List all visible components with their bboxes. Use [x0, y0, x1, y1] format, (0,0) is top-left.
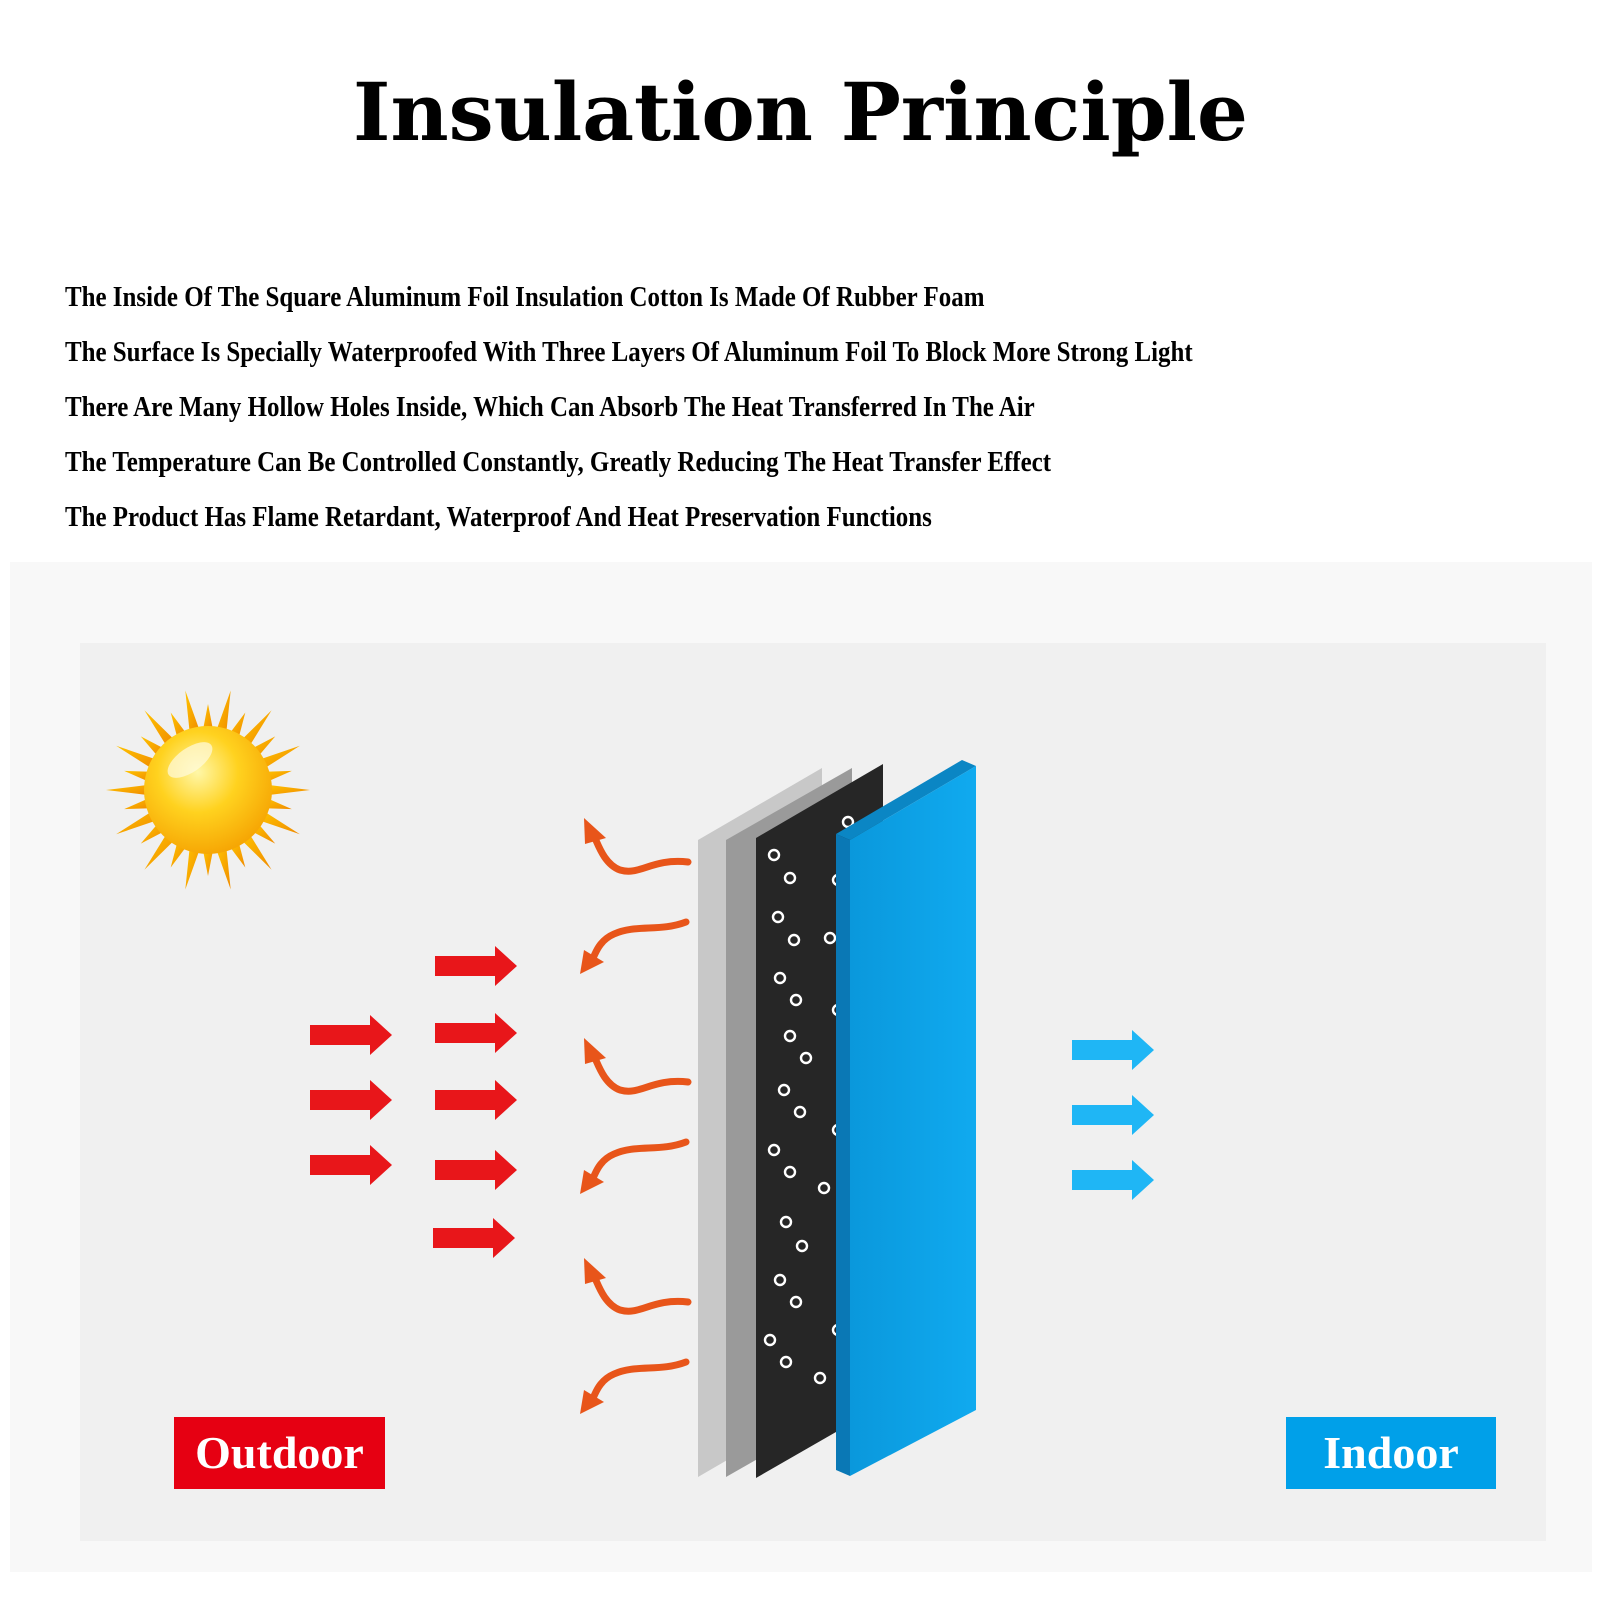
insulation-layers [698, 760, 976, 1478]
sun-ray [202, 849, 214, 876]
sun-ray [202, 704, 214, 731]
hole [773, 971, 787, 985]
hole [783, 871, 797, 885]
hole [777, 1083, 791, 1097]
description-line: The Product Has Flame Retardant, Waterpr… [65, 501, 932, 533]
indoor-label: Indoor [1286, 1417, 1496, 1489]
reflect-arrow-head [584, 818, 606, 844]
hole [771, 910, 785, 924]
description-line: There Are Many Hollow Holes Inside, Whic… [65, 391, 1035, 423]
hole [795, 1239, 809, 1253]
sun-ray [106, 784, 149, 796]
hole [823, 931, 837, 945]
hole [783, 1165, 797, 1179]
reflect-arrow [590, 918, 690, 960]
page-title: Insulation Principle [353, 65, 1248, 159]
cold-arrow [1072, 1160, 1154, 1200]
sun-ray [216, 847, 231, 890]
hole [773, 1273, 787, 1287]
cold-arrows [1072, 1030, 1154, 1200]
heat-arrow [433, 1218, 515, 1258]
heat-arrows [310, 946, 517, 1258]
heat-arrow [435, 946, 517, 986]
cold-arrow [1072, 1030, 1154, 1070]
hole [767, 1143, 781, 1157]
sun-ray [124, 770, 151, 782]
reflected-heat-arrows [580, 818, 692, 1414]
reflect-arrow [590, 1138, 690, 1180]
sun-ray [144, 833, 175, 870]
hole [783, 1029, 797, 1043]
sun-ray [241, 710, 272, 747]
insulation-board [850, 766, 976, 1476]
reflect-arrow [590, 1052, 692, 1095]
heat-arrow [310, 1080, 392, 1120]
heat-arrow [310, 1015, 392, 1055]
description-line: The Temperature Can Be Controlled Consta… [65, 446, 1052, 478]
description-line: The Surface Is Specially Waterproofed Wi… [65, 336, 1193, 368]
sun-ray [216, 690, 231, 733]
description-line: The Inside Of The Square Aluminum Foil I… [65, 281, 985, 313]
sun-ray [116, 745, 157, 769]
reflect-arrow-head [580, 950, 604, 974]
heat-arrow [435, 1013, 517, 1053]
description: The Inside Of The Square Aluminum Foil I… [65, 270, 1585, 545]
heat-arrow [310, 1145, 392, 1185]
sun-ray [241, 833, 272, 870]
hole [779, 1215, 793, 1229]
sun-ray [259, 745, 300, 769]
sun-ray [265, 798, 292, 810]
hole [763, 1333, 777, 1347]
hole [789, 1295, 803, 1309]
hole [817, 1181, 831, 1195]
insulation-board-side [836, 834, 850, 1476]
hole [813, 1371, 827, 1385]
cold-arrow [1072, 1095, 1154, 1135]
sun-icon [106, 690, 310, 890]
hole [787, 933, 801, 947]
hole [767, 848, 781, 862]
sun-ray [265, 770, 292, 782]
sun-ray [116, 811, 157, 835]
hole [789, 993, 803, 1007]
outdoor-label: Outdoor [174, 1417, 385, 1489]
reflect-arrow [590, 1272, 692, 1315]
reflect-arrow [590, 1358, 690, 1400]
reflect-arrow-head [580, 1390, 604, 1414]
hole [799, 1051, 813, 1065]
reflect-arrow-head [580, 1170, 604, 1194]
sun-ray [267, 784, 310, 796]
reflect-arrow-head [584, 1258, 606, 1284]
sun-ray [124, 798, 151, 810]
heat-arrow [435, 1080, 517, 1120]
sun-ray [259, 811, 300, 835]
hole [779, 1355, 793, 1369]
sun-ray [185, 690, 200, 733]
insulation-board-top [836, 760, 976, 840]
sun-ray [185, 847, 200, 890]
heat-arrow [435, 1150, 517, 1190]
reflect-arrow-head [584, 1038, 606, 1064]
hole [793, 1105, 807, 1119]
reflect-arrow [590, 832, 692, 875]
sun-ray [144, 710, 175, 747]
